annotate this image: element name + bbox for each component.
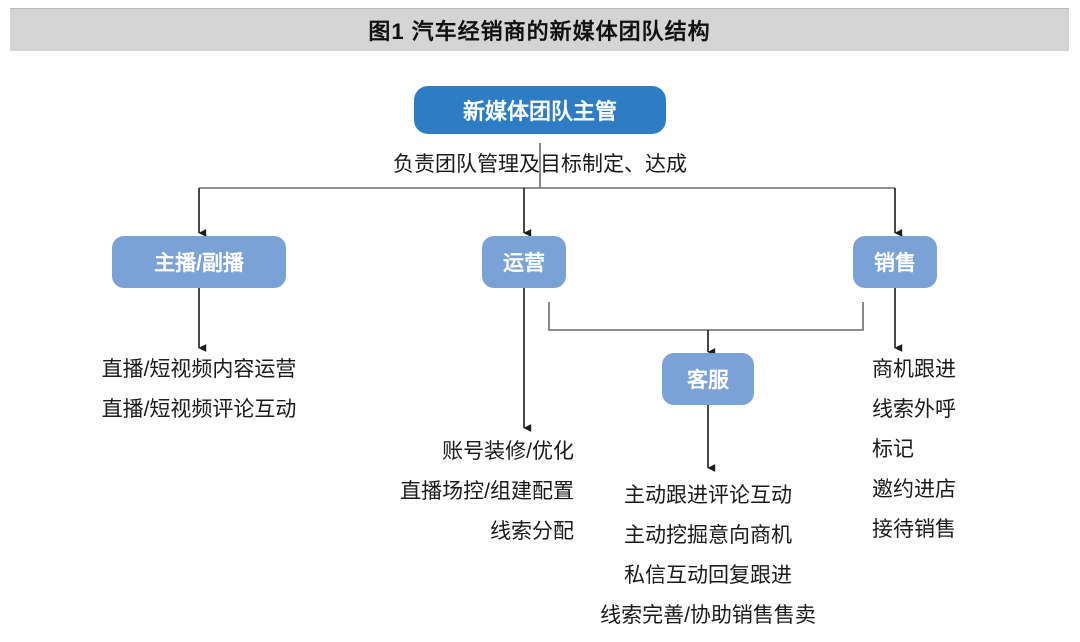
- node-anchor-host-label: 主播/副播: [154, 252, 244, 275]
- duties-operations: 账号装修/优化 直播场控/组建配置 线索分配: [274, 432, 574, 552]
- duty-item: 直播场控/组建配置: [400, 480, 574, 503]
- root-subtitle: 负责团队管理及目标制定、达成: [393, 153, 687, 176]
- duty-item: 接待销售: [872, 518, 956, 541]
- duties-customer-service: 主动跟进评论互动 主动挖掘意向商机 私信互动回复跟进 线索完善/协助销售售卖: [568, 476, 848, 636]
- figure-title: 图1 汽车经销商的新媒体团队结构: [368, 19, 711, 44]
- duty-item: 商机跟进: [872, 358, 956, 381]
- duty-item: 线索分配: [490, 520, 574, 543]
- duties-anchor-host: 直播/短视频内容运营 直播/短视频评论互动: [39, 350, 359, 430]
- duty-item: 直播/短视频内容运营: [101, 358, 297, 381]
- duty-item: 账号装修/优化: [442, 440, 574, 463]
- node-root-supervisor[interactable]: 新媒体团队主管: [414, 86, 666, 134]
- duty-item: 邀约进店: [872, 478, 956, 501]
- node-root-label: 新媒体团队主管: [462, 99, 617, 124]
- duty-item: 主动跟进评论互动: [624, 484, 792, 507]
- node-customer-service[interactable]: 客服: [662, 353, 754, 405]
- duty-item: 主动挖掘意向商机: [624, 524, 792, 547]
- node-operations-label: 运营: [503, 252, 545, 275]
- duty-item: 线索外呼: [872, 398, 956, 421]
- node-sales[interactable]: 销售: [853, 236, 937, 288]
- node-anchor-host[interactable]: 主播/副播: [112, 236, 286, 288]
- duty-item: 标记: [872, 438, 914, 461]
- node-sales-label: 销售: [874, 252, 916, 275]
- edge-service-bracket: [548, 302, 864, 331]
- node-operations[interactable]: 运营: [482, 236, 566, 288]
- figure-title-bar: 图1 汽车经销商的新媒体团队结构: [10, 8, 1069, 51]
- duties-sales: 商机跟进 线索外呼 标记 邀约进店 接待销售: [872, 350, 1072, 550]
- node-customer-service-label: 客服: [687, 369, 729, 392]
- duty-item: 直播/短视频评论互动: [101, 398, 297, 421]
- duty-item: 线索完善/协助销售售卖: [600, 604, 816, 627]
- duty-item: 私信互动回复跟进: [624, 564, 792, 587]
